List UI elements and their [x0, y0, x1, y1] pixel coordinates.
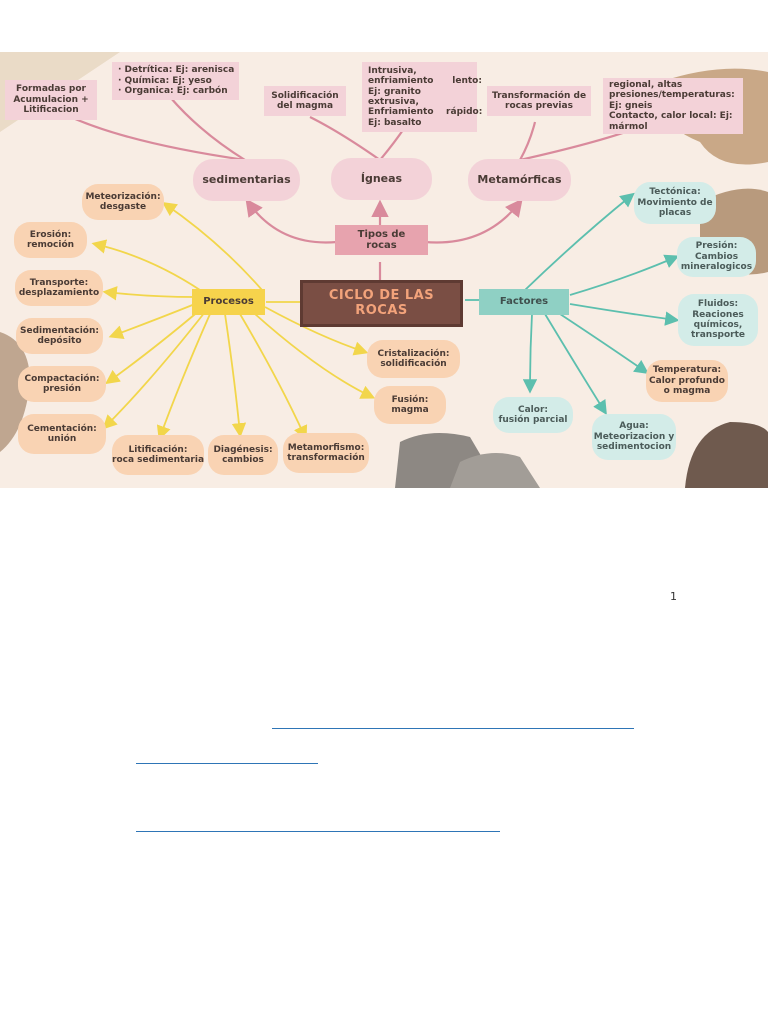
procesos-node: Procesos: [192, 289, 265, 315]
factor-calor: Calor:fusión parcial: [493, 397, 573, 433]
process-litificacion: Litificación:roca sedimentaria: [112, 435, 204, 475]
underline-1: [272, 728, 634, 729]
process-meteorizacion: Meteorización:desgaste: [82, 184, 164, 220]
process-erosion: Erosión:remoción: [14, 222, 87, 258]
map-edges: [59, 96, 680, 441]
detail-sed-list: · Detrítica: Ej: arenisca· Química: Ej: …: [112, 62, 239, 100]
underline-2: [136, 763, 318, 764]
type-sedimentarias: sedimentarias: [193, 159, 300, 201]
process-compactacion: Compactación:presión: [18, 366, 106, 402]
underline-3: [136, 831, 500, 832]
detail-intrusiva: Intrusiva,enfriamiento lento:Ej: granito…: [362, 62, 482, 132]
type-metamorficas: Metamórficas: [468, 159, 571, 201]
page-number: 1: [670, 590, 677, 603]
process-fusion: Fusión:magma: [374, 386, 446, 424]
process-cristalizacion: Cristalización:solidificación: [367, 340, 460, 378]
process-metamorfismo: Metamorfismo:transformación: [283, 433, 369, 473]
type-igneas: Ígneas: [331, 158, 432, 200]
process-cementacion: Cementación:unión: [18, 414, 106, 454]
process-sedimentacion: Sedimentación:depósito: [16, 318, 103, 354]
process-transporte: Transporte:desplazamiento: [15, 270, 103, 306]
process-diagenesis: Diagénesis:cambios: [208, 435, 278, 475]
factores-node: Factores: [479, 289, 569, 315]
